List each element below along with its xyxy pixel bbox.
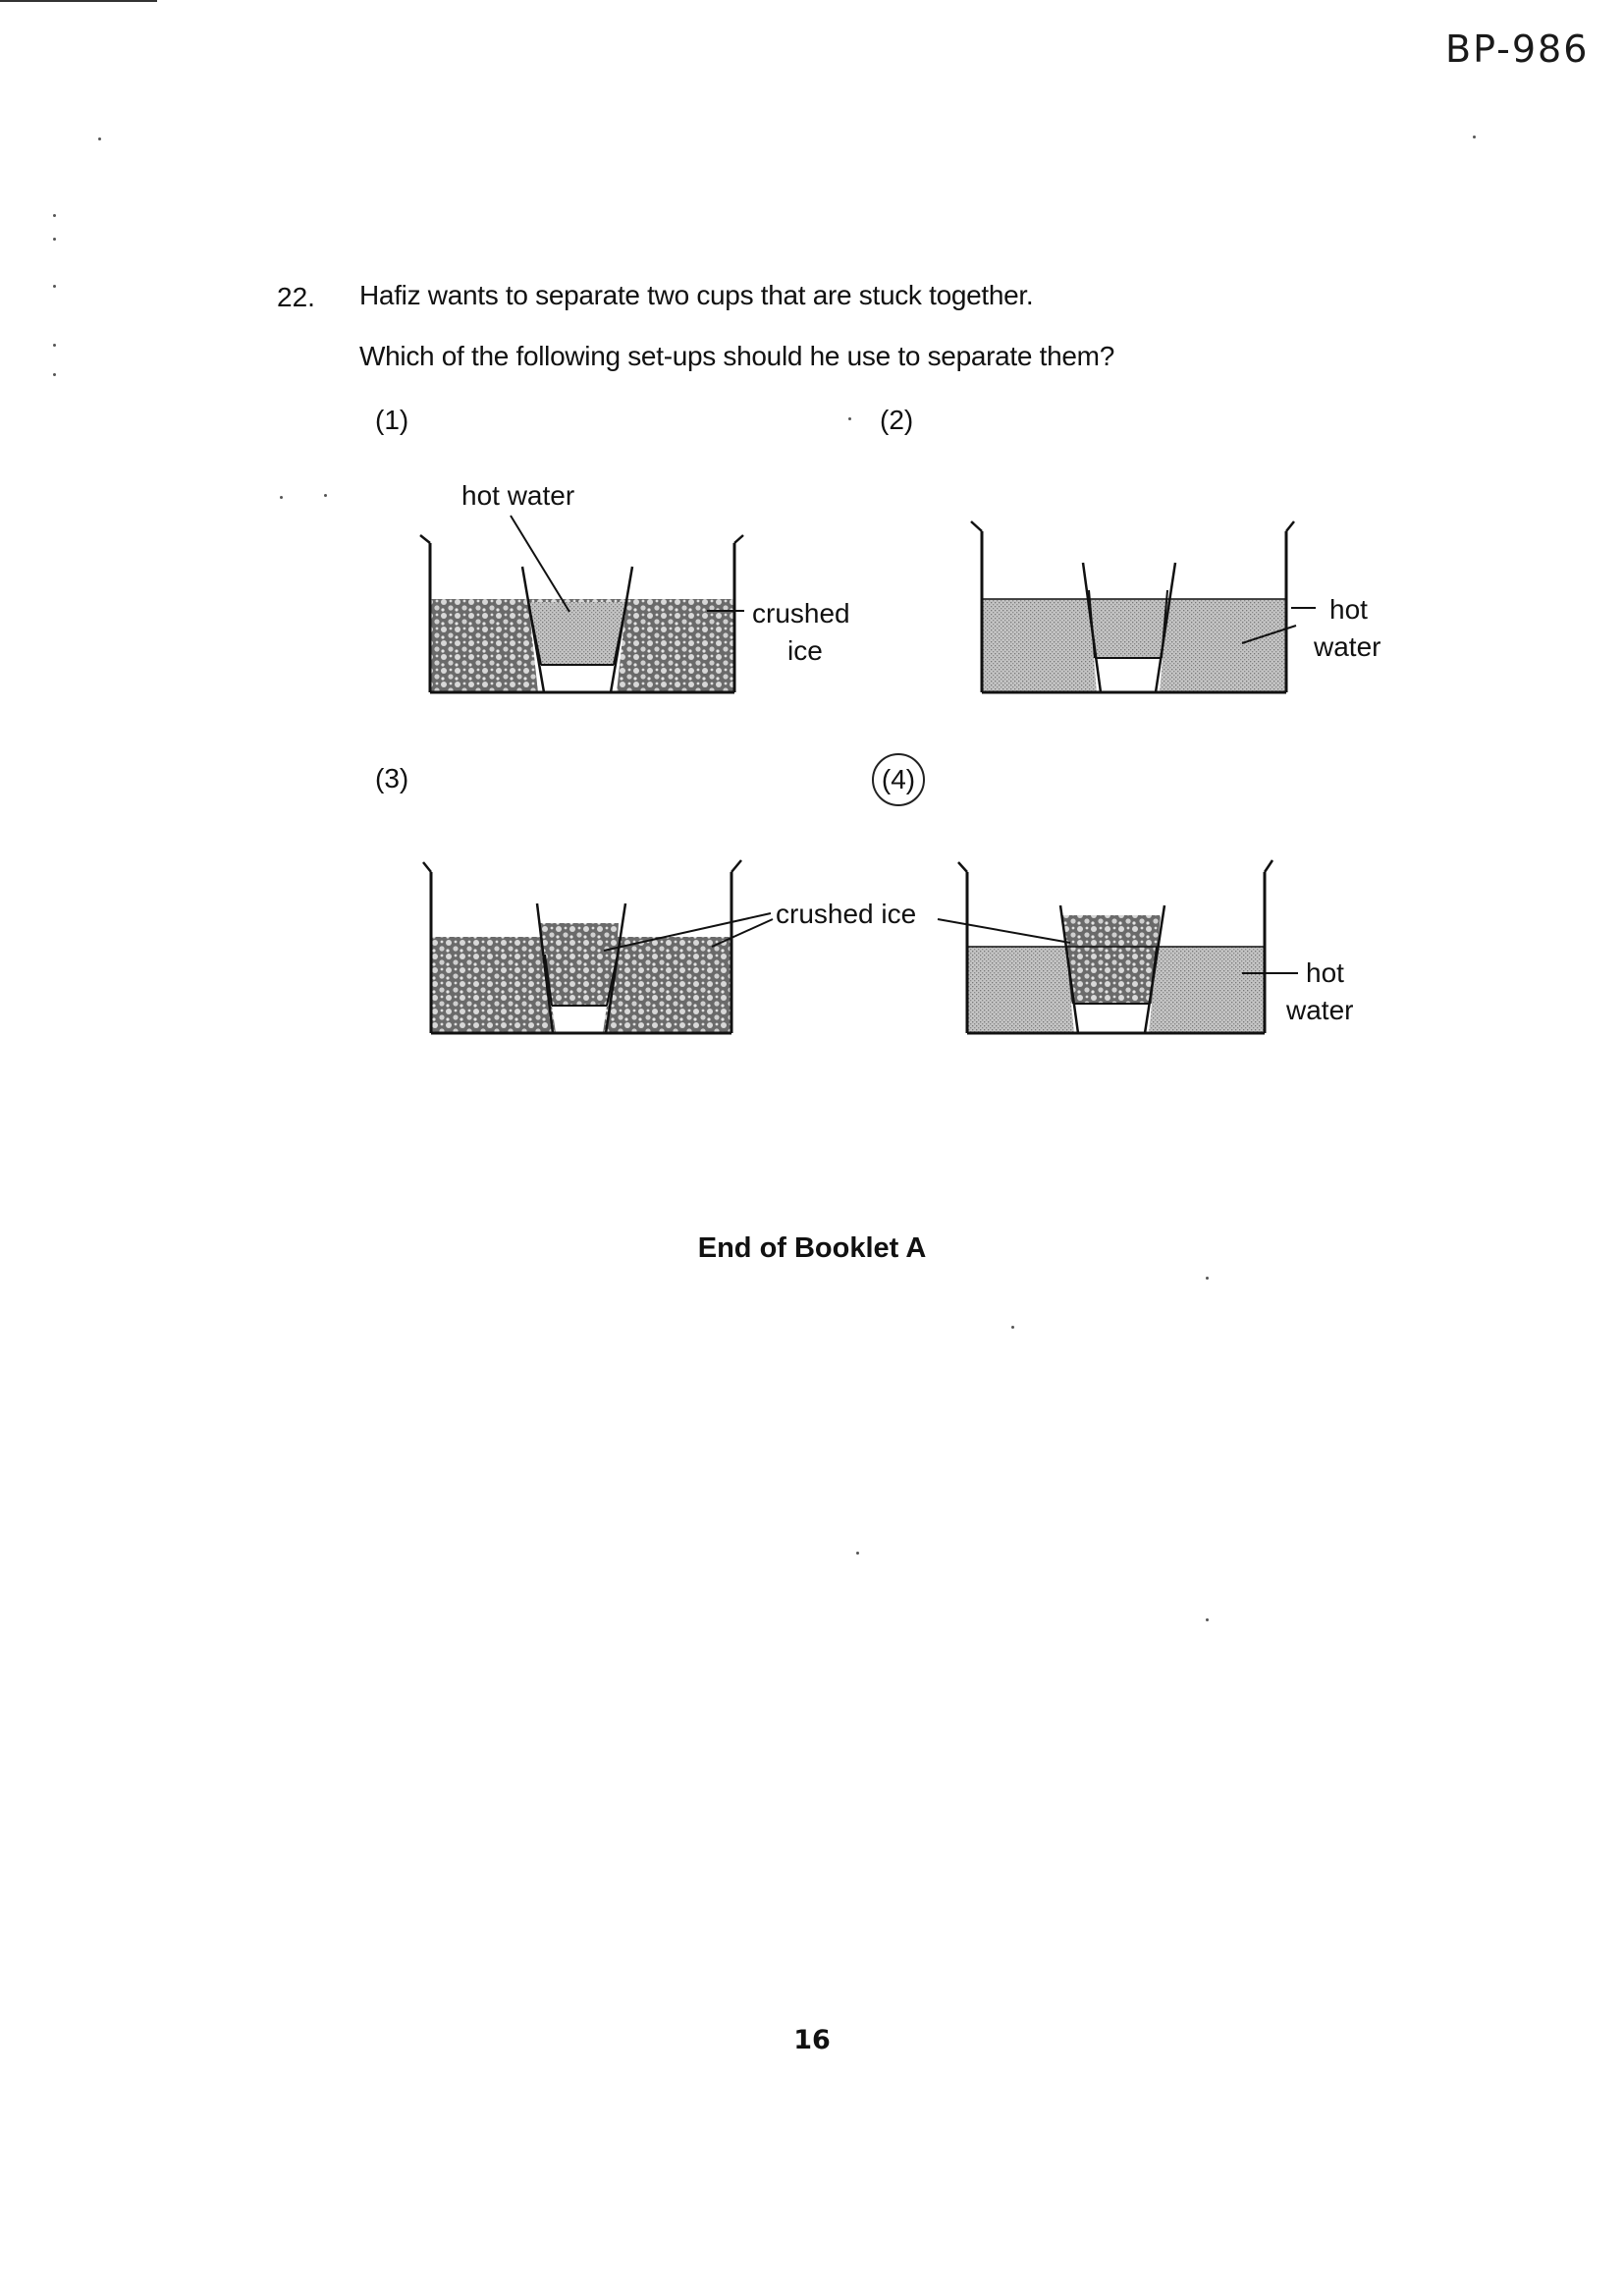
scan-speck [856, 1552, 859, 1555]
option-4-label-circled: (4) [872, 753, 925, 806]
diagram-option-1 [419, 515, 744, 694]
scan-speck [324, 494, 327, 497]
option-4-hot-label: hot [1306, 957, 1344, 988]
page-number: 16 [793, 2025, 831, 2055]
scan-speck [280, 496, 283, 499]
end-of-booklet-text: End of Booklet A [697, 1232, 927, 1264]
scan-speck [53, 238, 56, 241]
option-4-water-label: water [1286, 995, 1354, 1025]
document-reference: BP-986 [1445, 27, 1590, 71]
scan-speck [848, 417, 851, 420]
scan-speck [1011, 1326, 1014, 1329]
diagram-option-2 [970, 520, 1316, 694]
option-1-label: (1) [375, 405, 409, 435]
top-rule [0, 0, 157, 2]
scan-speck [98, 137, 101, 140]
option-2-label: (2) [880, 405, 914, 435]
scan-speck [53, 373, 56, 376]
option-3-label: (3) [375, 763, 409, 793]
question-number: 22. [277, 282, 315, 312]
option-1-ice-label: ice [787, 635, 823, 666]
option-1-crushed-label: crushed [752, 598, 850, 629]
scan-speck [1206, 1277, 1209, 1280]
option-1-hot-water-label: hot water [461, 480, 575, 511]
question-text-line-1: Hafiz wants to separate two cups that ar… [359, 280, 1034, 310]
scan-speck [53, 285, 56, 288]
scan-speck [1206, 1618, 1209, 1621]
scan-speck [1473, 136, 1476, 138]
option-2-hot-label: hot [1329, 594, 1368, 625]
scan-speck [53, 344, 56, 347]
question-text-line-2: Which of the following set-ups should he… [359, 341, 1114, 371]
option-2-water-label: water [1314, 631, 1381, 662]
diagram-option-3 [422, 859, 774, 1035]
option-3-4-crushed-ice-label: crushed ice [776, 899, 917, 929]
scan-speck [53, 214, 56, 217]
diagram-option-4 [937, 859, 1298, 1035]
